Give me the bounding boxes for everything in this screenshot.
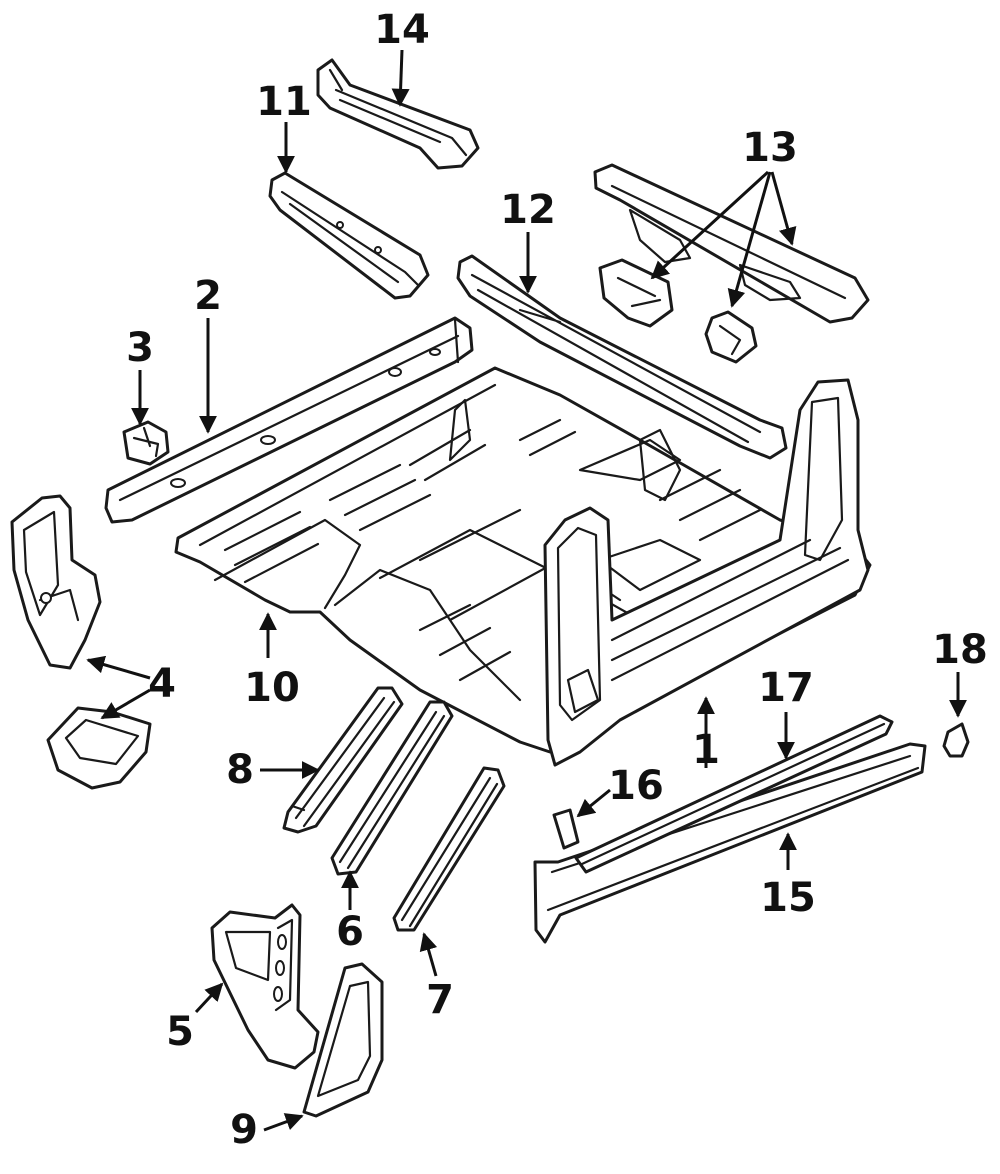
callout-3: 3 <box>126 325 154 371</box>
callout-10: 10 <box>244 665 300 711</box>
leader-13b <box>727 171 772 308</box>
callout-6: 6 <box>336 909 364 955</box>
leader-4a <box>86 655 151 680</box>
callout-16: 16 <box>608 763 664 809</box>
part-5-brace <box>210 903 320 1070</box>
leader-14 <box>391 49 410 107</box>
part-3-bracket <box>122 420 170 466</box>
callout-11: 11 <box>256 79 312 125</box>
callout-numbers: 14 11 12 13 2 3 4 10 1 17 18 8 16 15 6 7… <box>126 7 988 1153</box>
leader-lines <box>86 49 967 1132</box>
part-14-rear-crossmember <box>316 58 480 170</box>
callout-14: 14 <box>374 7 430 53</box>
callout-17: 17 <box>758 665 814 711</box>
part-2-floor-crossmember <box>104 316 474 524</box>
callout-13: 13 <box>742 125 798 171</box>
leader-13a <box>650 170 770 280</box>
part-13-bracket-b <box>704 310 758 364</box>
leader-9 <box>263 1113 304 1132</box>
callout-7: 7 <box>426 977 454 1023</box>
part-18-clip <box>942 722 970 758</box>
part-4-bracket-lower <box>46 706 152 790</box>
part-13-rear-rail <box>593 163 870 324</box>
callout-1: 1 <box>692 727 720 773</box>
callout-9: 9 <box>230 1107 258 1153</box>
callout-2: 2 <box>194 273 222 319</box>
callout-12: 12 <box>500 187 556 233</box>
part-1-side-assembly <box>543 378 870 767</box>
leader-16 <box>576 788 611 818</box>
part-8-reinforcement <box>282 686 404 834</box>
leader-5 <box>194 982 224 1014</box>
part-17-rocker-molding <box>574 714 894 874</box>
callout-4: 4 <box>148 661 176 707</box>
part-4-bracket-upper <box>10 494 102 670</box>
leader-13c <box>770 171 797 246</box>
leader-7 <box>419 932 438 977</box>
leader-4b <box>100 688 151 720</box>
callout-8: 8 <box>226 747 254 793</box>
part-11-cross-sill <box>268 171 430 300</box>
part-16-plug <box>552 808 580 850</box>
part-6-sill-channel <box>330 700 454 876</box>
callout-5: 5 <box>166 1009 194 1055</box>
part-9-gusset <box>302 962 384 1118</box>
callout-15: 15 <box>760 875 816 921</box>
part-12-crossmember <box>456 254 788 460</box>
part-7-sill-channel <box>392 766 506 932</box>
part-15-rocker-panel <box>533 742 927 944</box>
callout-18: 18 <box>932 627 988 673</box>
